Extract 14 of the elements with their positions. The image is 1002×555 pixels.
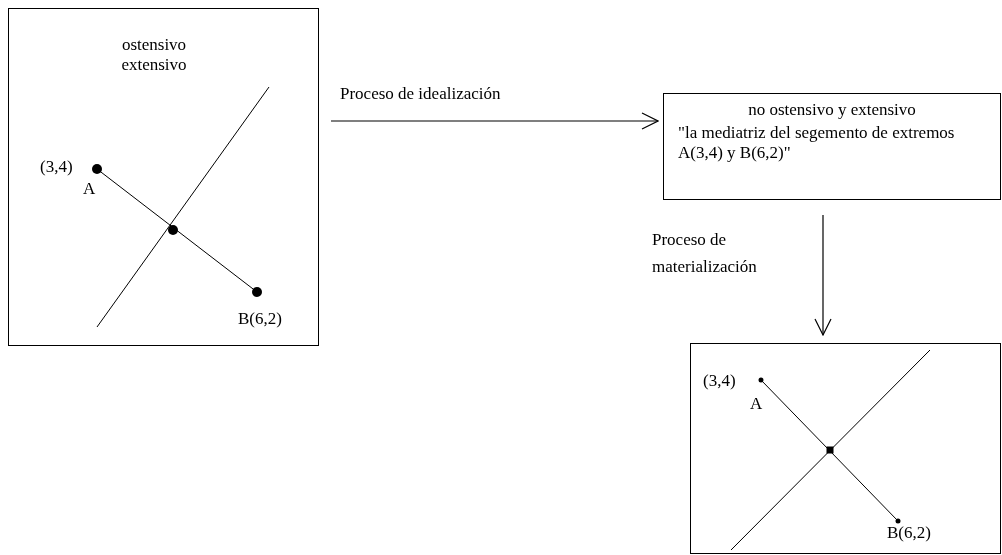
point-label: A	[750, 394, 763, 415]
arrow	[814, 214, 832, 336]
point-label: A	[83, 179, 96, 200]
definition-text: "la mediatriz del segemento de extremos A(3,4) y B(6,2)"	[678, 123, 956, 164]
point-label: (3,4)	[40, 157, 73, 178]
point-label: B(6,2)	[887, 523, 931, 544]
arrow	[330, 112, 659, 130]
diagram-box	[690, 343, 1001, 554]
diagram-box	[8, 8, 319, 346]
concept-label: ostensivo extensivo	[120, 35, 188, 76]
point-label: B(6,2)	[238, 309, 282, 330]
diagram-box	[663, 93, 1001, 200]
concept-label: no ostensivo y extensivo	[747, 100, 917, 121]
point-label: (3,4)	[703, 371, 736, 392]
